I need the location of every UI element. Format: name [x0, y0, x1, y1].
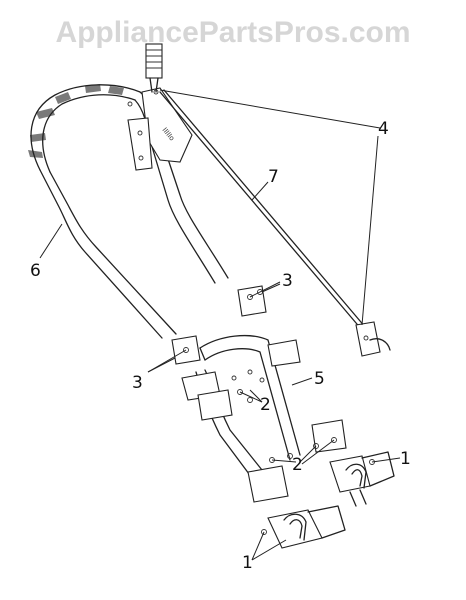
control-cable — [159, 89, 367, 331]
callout-5: 5 — [314, 369, 325, 389]
upper-handle-right-leg: IIIIIo — [127, 87, 229, 284]
leader-lines — [39, 89, 401, 561]
upper-handle-left-leg — [39, 169, 177, 339]
control-knob — [145, 43, 163, 93]
hardware-bolts — [127, 89, 375, 535]
callout-6: 6 — [30, 261, 41, 281]
lower-right-bracket — [329, 451, 395, 507]
callout-3-lower: 3 — [132, 373, 143, 393]
callout-2-lower: 2 — [292, 455, 303, 475]
callout-4: 4 — [378, 119, 389, 139]
upper-handle-grip — [28, 84, 141, 173]
callout-labels: 4 7 6 3 3 5 2 2 1 1 — [30, 119, 411, 573]
callout-3-upper: 3 — [282, 271, 293, 291]
callout-1-right: 1 — [400, 449, 411, 469]
lower-left-bracket — [247, 465, 346, 549]
callout-7: 7 — [268, 167, 279, 187]
callout-2-upper: 2 — [260, 395, 271, 415]
callout-1-left: 1 — [242, 553, 253, 573]
cable-lower-bracket — [355, 321, 391, 357]
watermark-text: AppliancePartsPros.com — [55, 16, 411, 49]
lower-handle-frame — [181, 334, 347, 483]
